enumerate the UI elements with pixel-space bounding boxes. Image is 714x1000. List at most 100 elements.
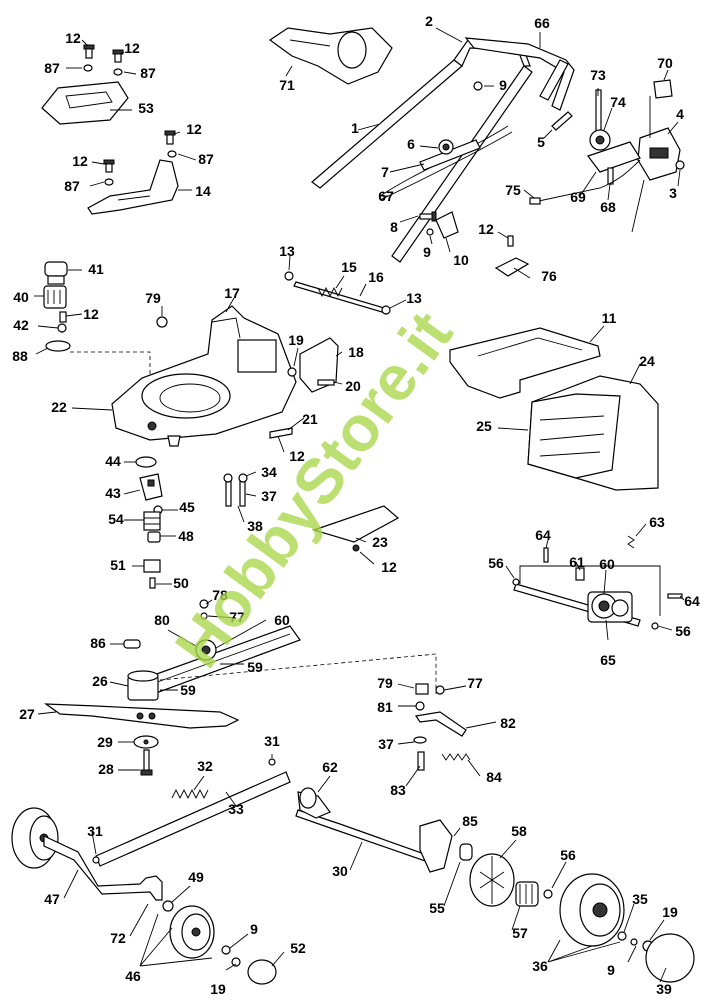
nut-42 <box>57 323 67 333</box>
nut-48 <box>147 531 161 543</box>
spring-32 <box>171 788 209 800</box>
cover-plate-53 <box>41 81 129 125</box>
callout-number: 78 <box>212 587 228 603</box>
callout-number: 48 <box>178 528 194 544</box>
bolts-38 <box>223 473 248 507</box>
callout-number: 9 <box>499 77 507 93</box>
bolt-83 <box>417 751 425 771</box>
washer-77-b <box>435 685 445 695</box>
callout-number: 58 <box>511 823 527 839</box>
washer-29 <box>133 735 159 749</box>
bracket-82 <box>414 711 467 737</box>
bracket-18 <box>299 337 339 393</box>
hubcap-39 <box>645 933 695 983</box>
leader-belt <box>159 653 437 694</box>
callout-number: 77 <box>229 609 245 625</box>
callout-number: 27 <box>19 706 35 722</box>
pulley-26 <box>127 670 159 701</box>
callout-number: 87 <box>198 151 214 167</box>
callout-number: 33 <box>228 801 244 817</box>
callout-number: 71 <box>279 77 295 93</box>
callout-number: 36 <box>532 958 548 974</box>
wheel-rim-58 <box>469 853 515 907</box>
callout-number: 42 <box>13 317 29 333</box>
callout-number: 43 <box>105 485 121 501</box>
callout-number: 5 <box>537 134 545 150</box>
cable-75 <box>529 159 641 205</box>
rod-16 <box>293 281 391 315</box>
callout-number: 18 <box>348 344 364 360</box>
washer-78 <box>199 599 209 609</box>
callout-number: 70 <box>657 55 673 71</box>
nut-19-wheel <box>231 957 241 967</box>
callout-number: 60 <box>274 612 290 628</box>
callout-number: 51 <box>110 557 126 573</box>
screw-12-a <box>83 44 95 59</box>
callout-number: 54 <box>108 511 124 527</box>
nut-31-top <box>268 758 276 766</box>
callout-number: 64 <box>684 593 700 609</box>
callout-number: 12 <box>186 121 202 137</box>
callout-number: 9 <box>250 921 258 937</box>
callout-number: 73 <box>590 67 606 83</box>
bag-frame-11 <box>449 327 601 399</box>
washer-37 <box>413 736 427 744</box>
callout-number: 20 <box>345 378 361 394</box>
callout-number: 40 <box>13 289 29 305</box>
callout-number: 59 <box>247 659 263 675</box>
washer-9-wheel <box>221 945 231 955</box>
callout-number: 34 <box>261 464 277 480</box>
callout-number: 8 <box>390 219 398 235</box>
washer-77-a <box>200 612 208 620</box>
callout-number: 37 <box>261 488 277 504</box>
ring-44 <box>135 456 157 468</box>
bracket-14 <box>87 159 179 215</box>
callout-number: 14 <box>195 183 211 199</box>
pin-86 <box>123 639 141 649</box>
callout-number: 87 <box>44 60 60 76</box>
callout-number: 16 <box>368 269 384 285</box>
callout-number: 28 <box>98 761 114 777</box>
pulley-60 <box>195 639 217 661</box>
callout-number: 30 <box>332 863 348 879</box>
callout-number: 85 <box>462 813 478 829</box>
callout-number: 52 <box>290 940 306 956</box>
callout-number: 12 <box>289 448 305 464</box>
callout-number: 38 <box>247 518 263 534</box>
handle-cover-71 <box>268 27 393 85</box>
screw-12-d <box>103 159 115 173</box>
callout-number: 50 <box>173 575 189 591</box>
lever-33 <box>95 771 291 867</box>
callout-number: 59 <box>180 682 196 698</box>
callout-number: 9 <box>423 244 431 260</box>
callout-number: 12 <box>83 306 99 322</box>
callout-number: 86 <box>90 635 106 651</box>
callout-number: 37 <box>378 736 394 752</box>
callout-number: 68 <box>600 199 616 215</box>
cap-41 <box>44 261 68 285</box>
nut-56-wheel <box>543 889 553 899</box>
callout-number: 72 <box>110 930 126 946</box>
callout-number: 56 <box>560 847 576 863</box>
callout-number: 13 <box>279 243 295 259</box>
rod-73 <box>595 89 602 133</box>
screw-12-b <box>112 49 124 63</box>
callout-number: 74 <box>610 94 626 110</box>
screw-50 <box>149 577 156 589</box>
callout-number: 82 <box>500 715 516 731</box>
callout-number: 60 <box>599 556 615 572</box>
nut-56-axle-right <box>651 622 659 630</box>
callout-number: 29 <box>97 734 113 750</box>
nut-79-mid <box>415 683 429 695</box>
callout-number: 26 <box>92 673 108 689</box>
callout-number: 23 <box>372 534 388 550</box>
callout-number: 88 <box>12 348 28 364</box>
blade-27 <box>44 703 240 729</box>
axle-rod-47 <box>43 835 163 901</box>
nut-3 <box>675 160 685 170</box>
ring-88 <box>45 340 71 352</box>
bush-43 <box>139 473 163 501</box>
